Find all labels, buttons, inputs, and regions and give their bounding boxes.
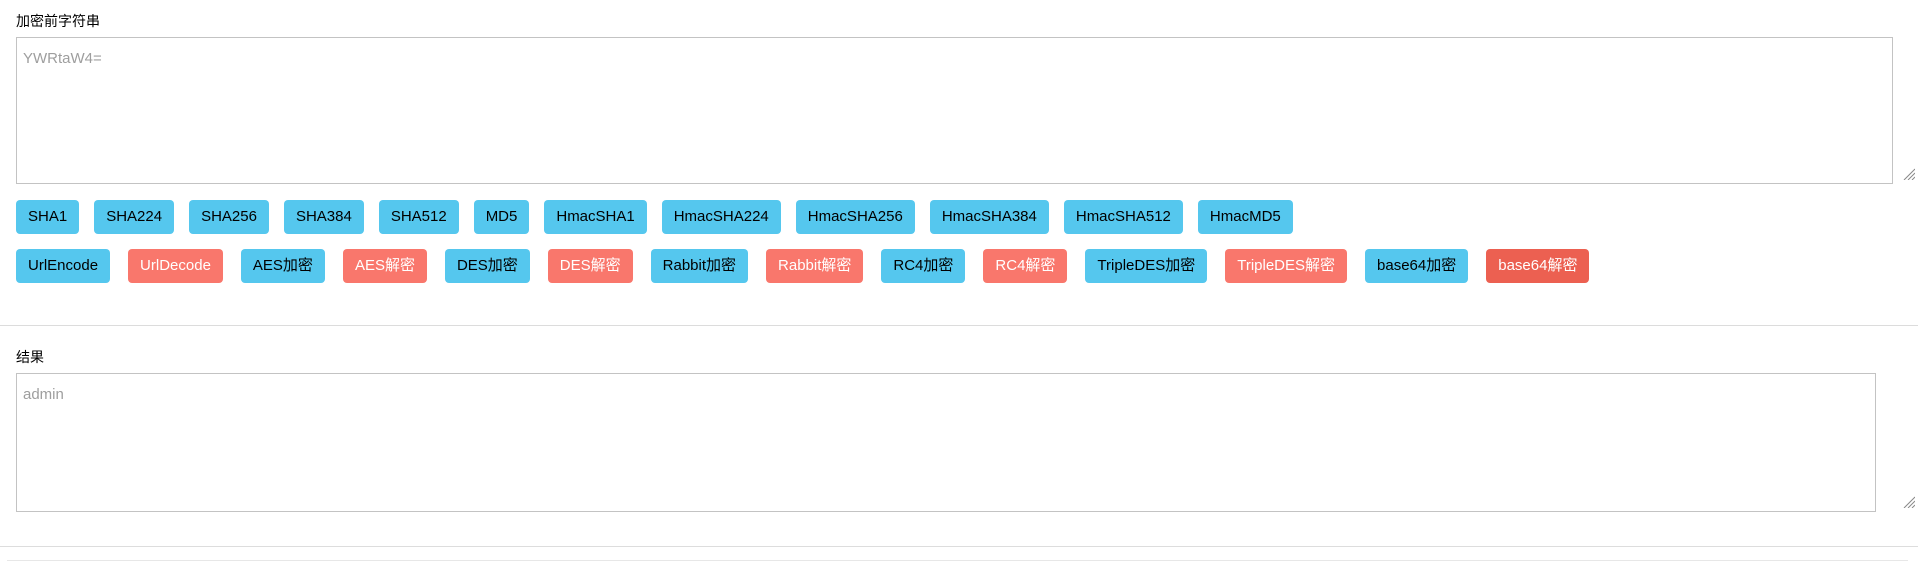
button-rc4-decrypt[interactable]: RC4解密 [983, 249, 1068, 283]
button-sha1[interactable]: SHA1 [16, 200, 80, 234]
bottom-rule [7, 560, 1908, 561]
button-hmacsha256[interactable]: HmacSHA256 [795, 200, 915, 234]
button-hmacmd5[interactable]: HmacMD5 [1197, 200, 1293, 234]
button-base64-decrypt[interactable]: base64解密 [1486, 249, 1590, 283]
button-des-decrypt[interactable]: DES解密 [547, 249, 633, 283]
input-label: 加密前字符串 [16, 13, 100, 29]
button-sha224[interactable]: SHA224 [94, 200, 175, 234]
button-urldecode[interactable]: UrlDecode [128, 249, 223, 283]
button-sha512[interactable]: SHA512 [378, 200, 459, 234]
button-sha384[interactable]: SHA384 [283, 200, 364, 234]
button-rabbit-decrypt[interactable]: Rabbit解密 [766, 249, 864, 283]
button-hmacsha224[interactable]: HmacSHA224 [661, 200, 781, 234]
resize-handle-icon[interactable] [1903, 496, 1915, 508]
button-aes-decrypt[interactable]: AES解密 [342, 249, 427, 283]
input-textarea[interactable] [16, 37, 1893, 184]
resize-handle-icon[interactable] [1903, 168, 1915, 180]
crypto-button-row: UrlEncode UrlDecode AES加密 AES解密 DES加密 DES解密 Ra… [16, 249, 1918, 283]
button-hmacsha512[interactable]: HmacSHA512 [1063, 200, 1183, 234]
button-base64-encrypt[interactable]: base64加密 [1365, 249, 1469, 283]
input-textarea-wrap [16, 37, 1918, 184]
button-md5[interactable]: MD5 [473, 200, 530, 234]
button-hmacsha384[interactable]: HmacSHA384 [929, 200, 1049, 234]
hash-button-row: SHA1 SHA224 SHA256 SHA384 SHA512 MD5 HmacSHA1 H… [16, 200, 1918, 234]
button-des-encrypt[interactable]: DES加密 [444, 249, 530, 283]
button-urlencode[interactable]: UrlEncode [16, 249, 111, 283]
button-tripledes-encrypt[interactable]: TripleDES加密 [1085, 249, 1208, 283]
result-textarea-wrap [16, 373, 1918, 512]
bottom-divider [0, 546, 1918, 547]
result-textarea[interactable] [16, 373, 1876, 512]
button-tripledes-decrypt[interactable]: TripleDES解密 [1225, 249, 1348, 283]
button-sha256[interactable]: SHA256 [189, 200, 269, 234]
result-label: 结果 [16, 349, 44, 365]
button-rabbit-encrypt[interactable]: Rabbit加密 [650, 249, 749, 283]
button-rc4-encrypt[interactable]: RC4加密 [881, 249, 966, 283]
button-hmacsha1[interactable]: HmacSHA1 [544, 200, 647, 234]
section-divider [0, 325, 1918, 326]
button-aes-encrypt[interactable]: AES加密 [240, 249, 325, 283]
